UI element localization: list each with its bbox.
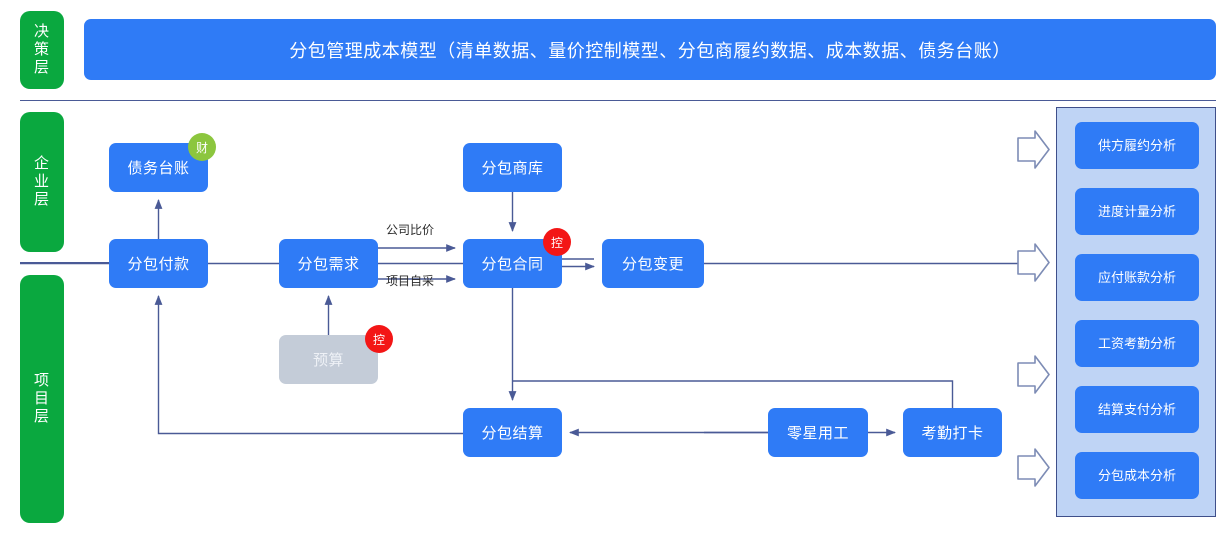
edge-label-project-selfbuy: 项目自采 bbox=[386, 274, 435, 288]
node-vendor-library[interactable]: 分包商库 bbox=[463, 143, 562, 192]
block-arrow-3-icon bbox=[1017, 355, 1050, 394]
badge-control-budget-label: 控 bbox=[372, 332, 385, 347]
node-budget[interactable]: 预算 bbox=[279, 335, 378, 384]
analysis-item-settlement-payment-label: 结算支付分析 bbox=[1097, 401, 1176, 417]
layer-tab-decision: 决策层 bbox=[20, 11, 64, 89]
divider-enterprise-project bbox=[20, 262, 113, 263]
analysis-item-settlement-payment[interactable]: 结算支付分析 bbox=[1075, 386, 1199, 433]
layer-tab-decision-label: 决策层 bbox=[33, 22, 50, 77]
divider-decision-enterprise bbox=[20, 100, 1216, 101]
badge-control-contract-label: 控 bbox=[550, 235, 563, 250]
analysis-item-subcontract-cost-label: 分包成本分析 bbox=[1097, 467, 1176, 483]
layer-tab-project: 项目层 bbox=[20, 275, 64, 523]
analysis-item-accounts-payable-label: 应付账款分析 bbox=[1097, 269, 1176, 285]
node-subcontract-change-label: 分包变更 bbox=[621, 256, 684, 273]
analysis-item-subcontract-cost[interactable]: 分包成本分析 bbox=[1075, 452, 1199, 499]
analysis-item-payroll-attendance[interactable]: 工资考勤分析 bbox=[1075, 320, 1199, 367]
analysis-item-supplier-performance-label: 供方履约分析 bbox=[1097, 137, 1176, 153]
node-subcontract-demand-label: 分包需求 bbox=[297, 256, 360, 273]
node-subcontract-payment-label: 分包付款 bbox=[127, 256, 190, 273]
header-title: 分包管理成本模型（清单数据、量价控制模型、分包商履约数据、成本数据、债务台账） bbox=[289, 40, 1011, 61]
node-attendance-punch-label: 考勤打卡 bbox=[921, 425, 984, 442]
analysis-panel: 供方履约分析 进度计量分析 应付账款分析 工资考勤分析 结算支付分析 分包成本分… bbox=[1056, 107, 1216, 517]
analysis-item-supplier-performance[interactable]: 供方履约分析 bbox=[1075, 122, 1199, 169]
layer-tab-project-label: 项目层 bbox=[33, 371, 50, 426]
analysis-item-accounts-payable[interactable]: 应付账款分析 bbox=[1075, 254, 1199, 301]
badge-finance-debt-label: 财 bbox=[195, 140, 208, 155]
node-debt-ledger-label: 债务台账 bbox=[127, 160, 190, 177]
edge-attend-to-settle bbox=[512, 380, 954, 408]
node-vendor-library-label: 分包商库 bbox=[481, 160, 544, 177]
layer-tab-enterprise-label: 企业层 bbox=[33, 154, 50, 209]
layer-tab-enterprise: 企业层 bbox=[20, 112, 64, 252]
block-arrow-1-icon bbox=[1017, 130, 1050, 169]
node-subcontract-settlement-label: 分包结算 bbox=[481, 425, 544, 442]
badge-control-budget: 控 bbox=[365, 325, 393, 353]
node-subcontract-payment[interactable]: 分包付款 bbox=[109, 239, 208, 288]
edge-label-company-bid: 公司比价 bbox=[386, 223, 435, 237]
badge-finance-debt: 财 bbox=[188, 133, 216, 161]
block-arrow-4-icon bbox=[1017, 448, 1050, 487]
node-casual-labor-label: 零星用工 bbox=[786, 425, 849, 442]
node-casual-labor[interactable]: 零星用工 bbox=[768, 408, 868, 457]
header-banner: 分包管理成本模型（清单数据、量价控制模型、分包商履约数据、成本数据、债务台账） bbox=[84, 19, 1216, 80]
node-subcontract-contract-label: 分包合同 bbox=[481, 256, 544, 273]
analysis-item-progress-measurement-label: 进度计量分析 bbox=[1097, 203, 1176, 219]
block-arrow-2-icon bbox=[1017, 243, 1050, 282]
node-subcontract-demand[interactable]: 分包需求 bbox=[279, 239, 378, 288]
analysis-item-payroll-attendance-label: 工资考勤分析 bbox=[1097, 335, 1176, 351]
node-budget-label: 预算 bbox=[312, 352, 344, 369]
node-attendance-punch[interactable]: 考勤打卡 bbox=[903, 408, 1002, 457]
badge-control-contract: 控 bbox=[543, 228, 571, 256]
node-subcontract-settlement[interactable]: 分包结算 bbox=[463, 408, 562, 457]
analysis-item-progress-measurement[interactable]: 进度计量分析 bbox=[1075, 188, 1199, 235]
node-subcontract-change[interactable]: 分包变更 bbox=[602, 239, 704, 288]
